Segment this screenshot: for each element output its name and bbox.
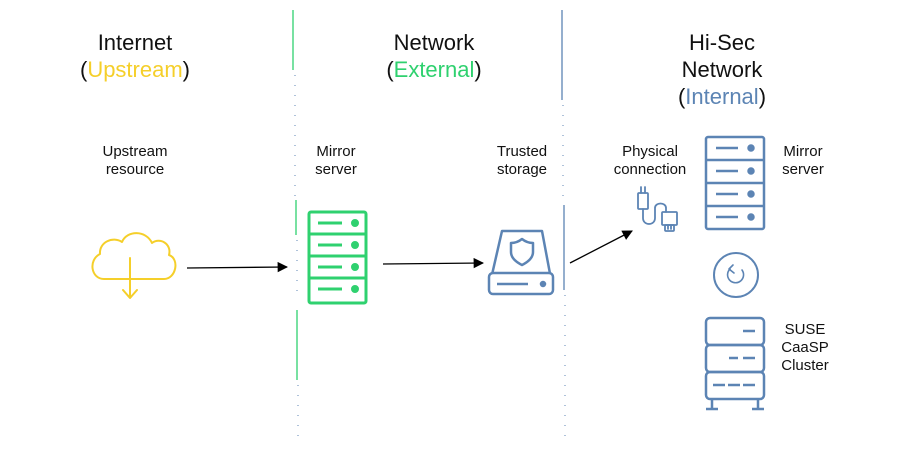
zone-title: Internet (97, 30, 173, 55)
server-icon-external (307, 210, 368, 305)
usb-cable-icon (637, 186, 678, 232)
zone-header-network: Network (External) (354, 29, 514, 83)
arrow-upstream-to-mirror (186, 261, 289, 273)
cluster-icon (704, 316, 766, 411)
zone-divider-right (561, 10, 566, 445)
label-trusted-storage: Trusted storage (496, 143, 548, 178)
cloud-download-icon (91, 232, 177, 299)
zone-header-hisec: Hi-Sec Network (Internal) (642, 29, 802, 110)
secure-drive-icon (487, 229, 555, 296)
label-mirror-server-internal: Mirror server (782, 143, 824, 178)
zone-title: Hi-Sec (688, 30, 755, 55)
arrow-mirror-to-storage (382, 257, 485, 269)
label-mirror-server-external: Mirror server (315, 143, 357, 178)
arrow-storage-to-connection (569, 230, 633, 264)
zone-title-line2: Network (681, 57, 763, 82)
label-upstream-resource: Upstream resource (102, 143, 168, 178)
zone-qualifier: (Upstream) (79, 57, 190, 82)
zone-divider-left (292, 10, 299, 445)
label-caasp-cluster: SUSE CaaSP Cluster (781, 321, 829, 374)
server-icon-internal (704, 135, 766, 231)
sync-icon (713, 252, 759, 298)
zone-qualifier-text: External (393, 57, 475, 82)
label-physical-connection: Physical connection (613, 143, 687, 178)
zone-qualifier-text: Upstream (87, 57, 183, 82)
zone-header-internet: Internet (Upstream) (55, 29, 215, 83)
zone-title: Network (393, 30, 475, 55)
zone-qualifier-text: Internal (685, 84, 759, 109)
zone-qualifier: (External) (386, 57, 482, 82)
zone-qualifier: (Internal) (677, 84, 767, 109)
